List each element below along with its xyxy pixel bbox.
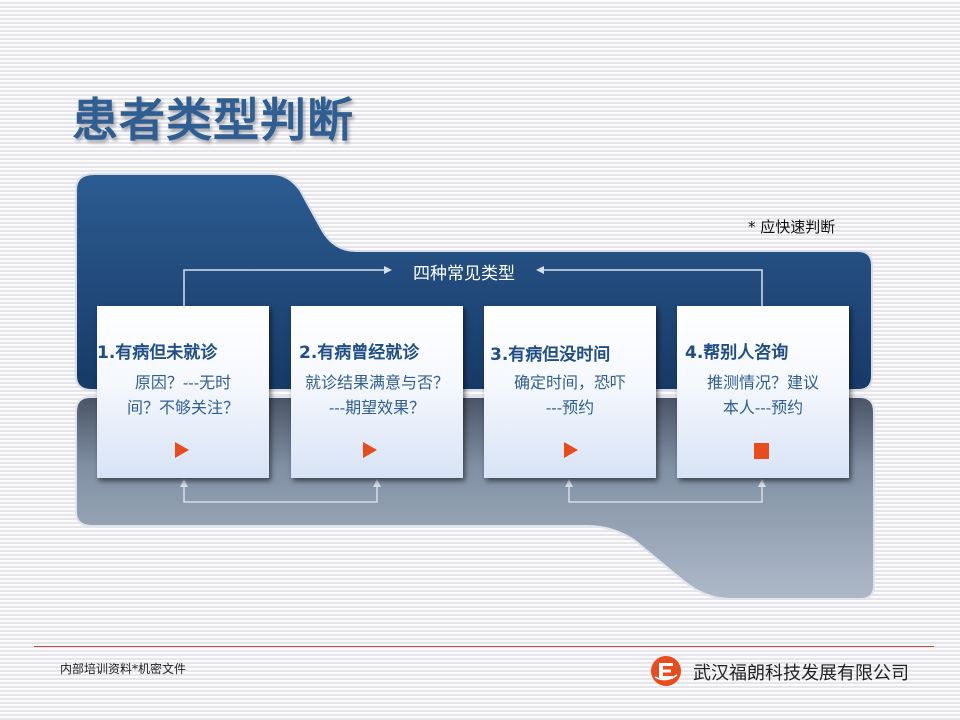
- upper-panel: [75, 173, 873, 391]
- card-title: 4.帮别人咨询: [685, 343, 789, 363]
- quick-judgement-note: * 应快速判断: [748, 218, 836, 236]
- bottom-connector-left: [183, 486, 378, 503]
- card-line: 间？不够关注？: [126, 398, 239, 417]
- bottom-connector-right: [568, 486, 763, 503]
- play-icon[interactable]: [363, 442, 377, 458]
- footer-divider: [34, 646, 934, 647]
- arrow-left-head: [536, 266, 544, 274]
- four-types-label: 四种常见类型: [413, 264, 515, 284]
- company-name: 武汉福朗科技发展有限公司: [693, 663, 909, 684]
- type-card-2: 2.有病曾经就诊 就诊结果满意与否？ ---期望效果？: [291, 306, 463, 478]
- play-icon[interactable]: [175, 442, 189, 458]
- top-connector: [183, 269, 763, 306]
- card-title: 3.有病但没时间: [490, 345, 611, 365]
- card-title: 2.有病曾经就诊: [299, 343, 420, 363]
- type-card-4: 4.帮别人咨询 推测情况？建议 本人---预约: [677, 306, 849, 478]
- card-line: 本人---预约: [722, 398, 804, 417]
- card-body: 推测情况？建议 本人---预约: [663, 370, 863, 420]
- card-line: 确定时间，恐吓: [513, 373, 626, 392]
- company-logo-icon: [651, 656, 681, 686]
- card-line: 就诊结果满意与否？: [304, 373, 449, 392]
- card-body: 确定时间，恐吓 ---预约: [470, 370, 670, 420]
- stop-icon[interactable]: [754, 443, 769, 459]
- slide-title: 患者类型判断: [72, 93, 354, 147]
- card-line: 原因？---无时: [134, 373, 232, 392]
- type-card-3: 3.有病但没时间 确定时间，恐吓 ---预约: [484, 306, 656, 478]
- lower-panel: [75, 396, 875, 600]
- play-icon[interactable]: [564, 442, 578, 458]
- card-body: 就诊结果满意与否？ ---期望效果？: [277, 370, 477, 420]
- type-card-1: 1.有病但未就诊 原因？---无时 间？不够关注？: [97, 306, 269, 478]
- footer-confidential-text: 内部培训资料*机密文件: [60, 662, 187, 676]
- card-title: 1.有病但未就诊: [97, 343, 218, 363]
- card-line: ---期望效果？: [328, 398, 426, 417]
- arrow-right-head: [384, 266, 392, 274]
- card-body: 原因？---无时 间？不够关注？: [83, 370, 283, 420]
- card-line: 推测情况？建议: [706, 373, 819, 392]
- card-line: ---预约: [545, 398, 595, 417]
